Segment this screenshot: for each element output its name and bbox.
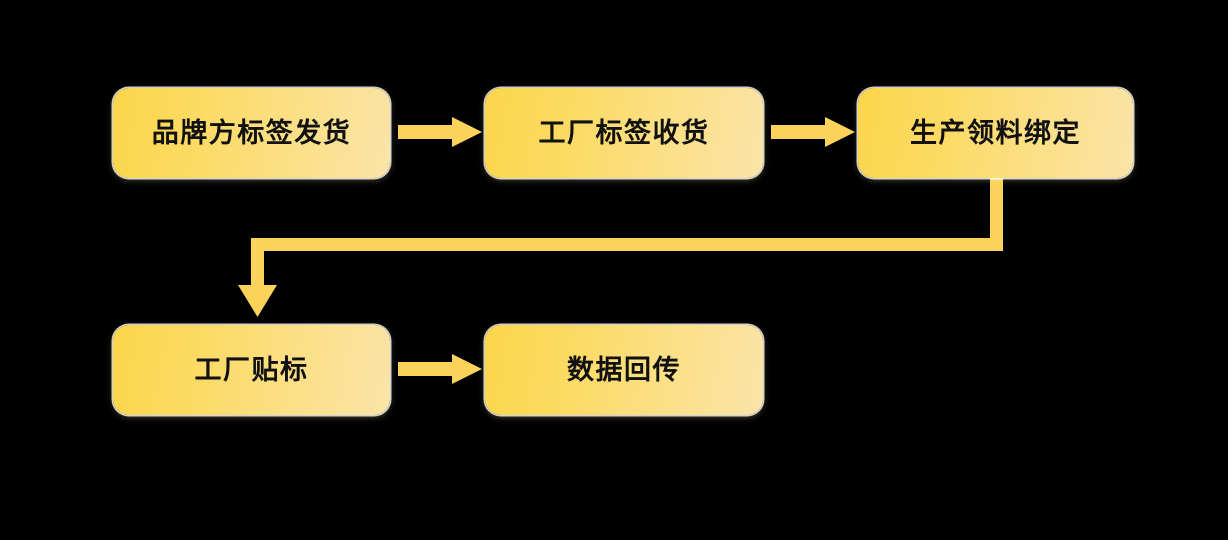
arrow-brand-ship-to-factory-recv xyxy=(398,117,482,147)
node-factory-recv[interactable]: 工厂标签收货 xyxy=(485,88,763,178)
node-data-return-label: 数据回传 xyxy=(567,354,681,386)
arrow-factory-recv-to-prod-bind xyxy=(771,117,855,147)
node-prod-bind[interactable]: 生产领料绑定 xyxy=(858,88,1133,178)
node-factory-recv-label: 工厂标签收货 xyxy=(538,117,710,149)
node-data-return[interactable]: 数据回传 xyxy=(485,325,763,415)
arrow-prod-bind-to-factory-label xyxy=(238,178,1003,317)
arrow-factory-label-to-data-return xyxy=(398,354,482,384)
node-brand-ship-label: 品牌方标签发货 xyxy=(151,117,352,149)
node-brand-ship[interactable]: 品牌方标签发货 xyxy=(113,88,390,178)
node-factory-label[interactable]: 工厂贴标 xyxy=(113,325,390,415)
node-factory-label-label: 工厂贴标 xyxy=(194,354,309,386)
node-prod-bind-label: 生产领料绑定 xyxy=(910,117,1081,149)
